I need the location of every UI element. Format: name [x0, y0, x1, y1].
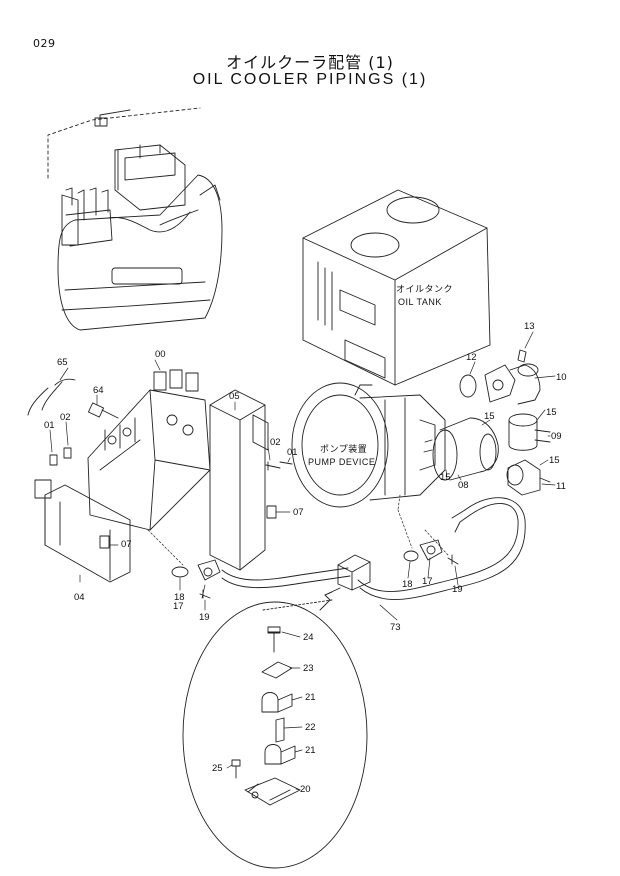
callout-23: 23 [303, 663, 314, 674]
callout-08: 08 [458, 480, 469, 491]
detail-view-oval [182, 599, 368, 869]
callout-65: 65 [57, 357, 68, 368]
callout-22: 22 [305, 722, 316, 733]
drain-hose [27, 378, 119, 419]
callout-07-right: 07 [293, 507, 304, 518]
tank-outlet-fittings [459, 349, 541, 405]
callout-00: 00 [155, 349, 166, 360]
callout-19-left: 19 [199, 612, 210, 623]
oil-tank-label-en: OIL TANK [398, 297, 442, 307]
callout-13: 13 [524, 321, 535, 332]
callout-04: 04 [74, 592, 85, 603]
callout-21-upper: 21 [305, 692, 316, 703]
pump-device [291, 382, 446, 508]
area-labels: オイルタンク OIL TANK ポンプ装置 PUMP DEVICE [308, 284, 453, 467]
callout-07-left: 07 [121, 539, 132, 550]
oil-tank-label-jp: オイルタンク [396, 284, 453, 294]
pipe-fittings-left [171, 559, 221, 599]
control-valve-assembly [87, 369, 211, 531]
callout-73: 73 [390, 622, 401, 633]
oil-cooler-bracket [209, 389, 269, 571]
pump-device-label-jp: ポンプ装置 [320, 443, 367, 454]
callout-21-lower: 21 [305, 745, 316, 756]
callout-numbers: 00 65 64 02 01 05 02 01 07 07 04 18 17 1… [44, 321, 567, 795]
callout-01-left: 01 [44, 420, 55, 431]
check-valve-assembly [506, 413, 551, 496]
inline-filter [423, 417, 499, 481]
callout-12: 12 [466, 352, 477, 363]
machine-overview-sketch [47, 107, 223, 331]
callout-18-right: 18 [402, 579, 413, 590]
callout-20: 20 [300, 784, 311, 795]
page-number: 029 [33, 37, 56, 50]
oil-tank [302, 189, 491, 386]
title-english: OIL COOLER PIPINGS (1) [192, 71, 428, 88]
callout-17-right: 17 [422, 576, 433, 587]
callout-02-left: 02 [60, 412, 71, 423]
callout-18-left: 18 [174, 592, 185, 603]
callout-09: 09 [551, 431, 562, 442]
callout-11: 11 [556, 481, 566, 492]
callout-15-valve-top: 15 [546, 407, 557, 418]
pipe-clamp [324, 554, 371, 601]
callout-64: 64 [93, 385, 104, 396]
callout-24: 24 [303, 632, 314, 643]
callout-15-filter: 15 [484, 411, 495, 422]
leader-lines [49, 331, 556, 791]
callout-15-filter-bottom: 15 [440, 472, 451, 483]
callout-05: 05 [229, 391, 240, 402]
bolts-and-washers [49, 447, 293, 549]
callout-25: 25 [212, 763, 223, 774]
pipe-fittings-right [403, 539, 459, 565]
oil-cooler-pipe [221, 497, 526, 600]
callout-17-left: 17 [173, 601, 184, 612]
valve-bracket [34, 479, 131, 583]
callout-01-right: 01 [287, 447, 298, 458]
pump-device-label-en: PUMP DEVICE [308, 457, 375, 467]
callout-19-right: 19 [452, 584, 463, 595]
callout-02-right: 02 [270, 437, 281, 448]
callout-15-valve-bottom: 15 [549, 455, 560, 466]
title-japanese: オイルクーラ配管 (1) [226, 53, 394, 72]
callout-10: 10 [556, 372, 567, 383]
